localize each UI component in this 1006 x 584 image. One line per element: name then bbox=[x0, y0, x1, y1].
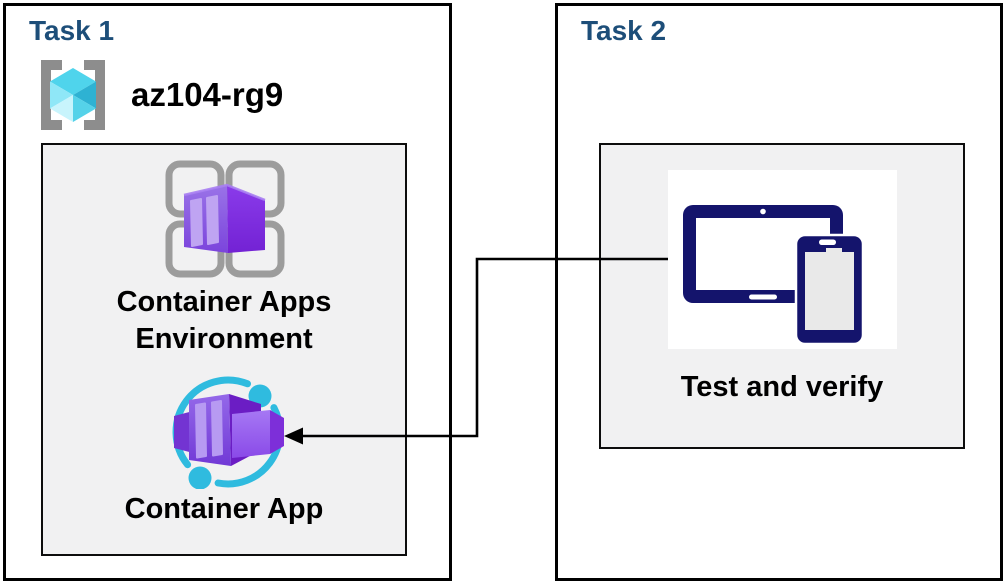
task2-content-panel: Test and verify bbox=[599, 143, 965, 449]
tablet-camera-dot bbox=[760, 208, 766, 215]
tablet-home-slot bbox=[749, 294, 777, 300]
task1-resources-panel: Container Apps Environment bbox=[41, 143, 407, 556]
devices-icon-card bbox=[668, 170, 897, 349]
orbit-node-top bbox=[248, 384, 272, 408]
container-app-label: Container App bbox=[124, 493, 324, 525]
task1-panel: Task 1 az104-rg9 bbox=[3, 3, 452, 581]
cube bbox=[50, 68, 96, 122]
resource-group-name: az104-rg9 bbox=[131, 76, 284, 113]
orbit-node-bottom bbox=[188, 466, 212, 489]
phone bbox=[794, 233, 865, 346]
resource-group: az104-rg9 bbox=[32, 55, 283, 135]
task2-panel: Task 2 bbox=[555, 3, 1003, 581]
container-apps-environment-label: Container Apps Environment bbox=[116, 286, 332, 355]
task2-title: Task 2 bbox=[581, 15, 667, 46]
right-bracket bbox=[84, 60, 105, 130]
purple-container bbox=[183, 183, 266, 253]
purple-container bbox=[174, 394, 284, 466]
task1-title: Task 1 bbox=[29, 15, 115, 46]
left-bracket bbox=[41, 60, 62, 130]
container-app-icon bbox=[172, 376, 284, 489]
phone-speaker-slot bbox=[819, 239, 836, 245]
resource-group-icon bbox=[41, 60, 105, 130]
test-and-verify-label: Test and verify bbox=[680, 371, 884, 403]
container-apps-environment-icon bbox=[165, 160, 285, 278]
devices-icon bbox=[683, 205, 865, 346]
